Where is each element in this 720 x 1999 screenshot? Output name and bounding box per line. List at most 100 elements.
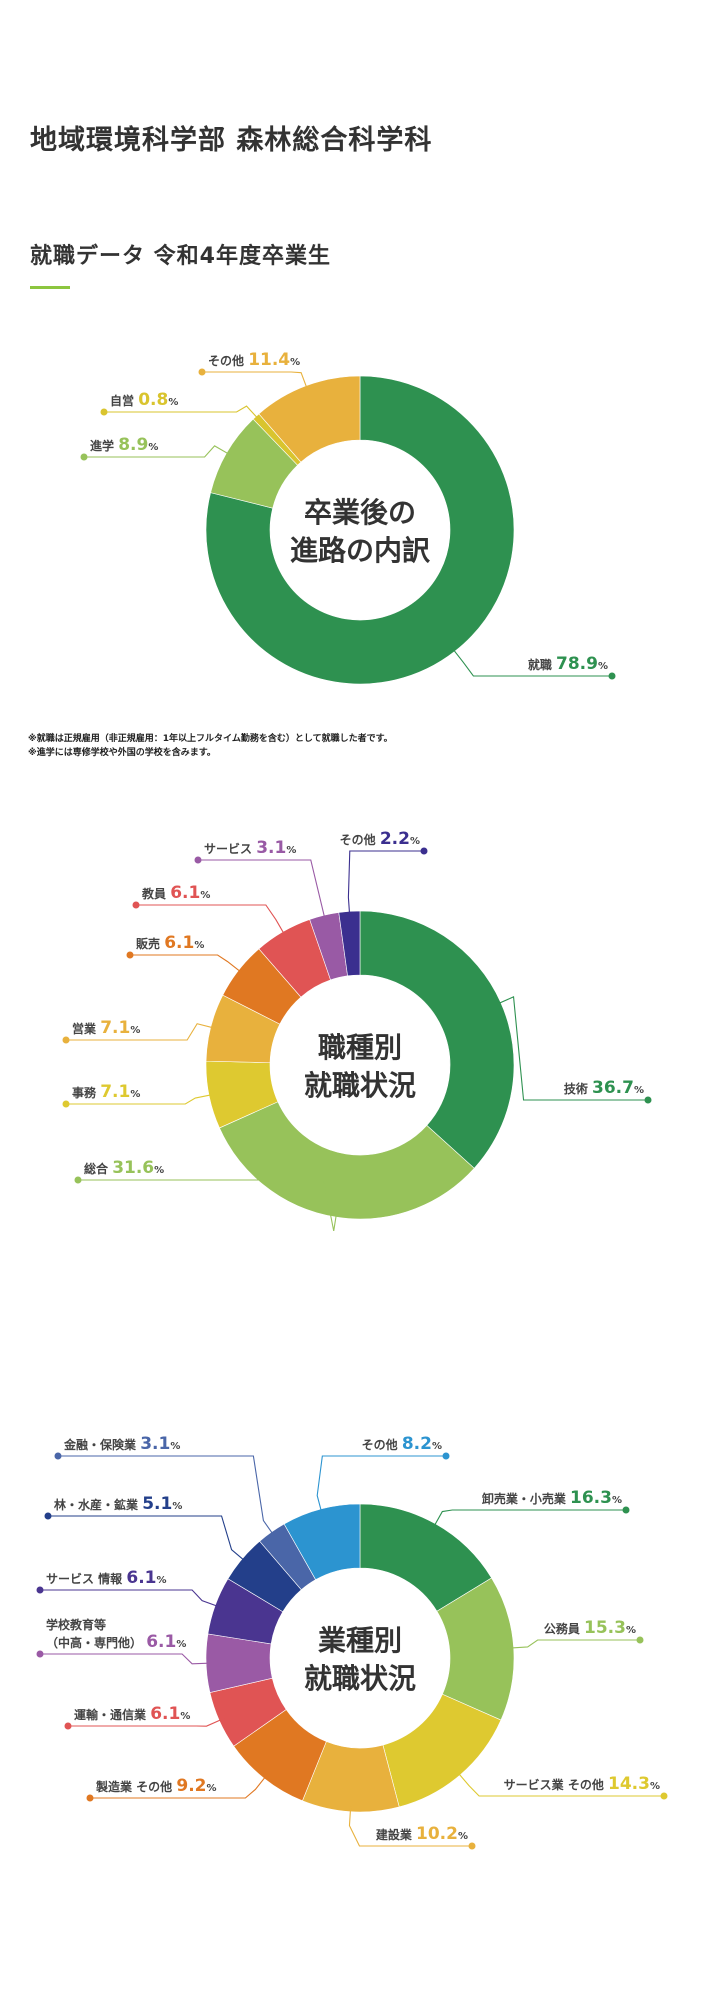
slice-label-2: 公務員 15.3% — [544, 1618, 636, 1638]
leader-dot-6 — [132, 901, 140, 909]
leader-dot-8 — [36, 1586, 44, 1594]
footnotes: ※就職は正規雇用（非正規雇用：1年以上フルタイム勤務を含む）として就職した者です… — [28, 732, 393, 760]
leader-line-3 — [66, 1093, 216, 1105]
slice-label-3: 自営 0.8% — [110, 390, 178, 410]
slice-label-7: （中高・専門他） 6.1% — [46, 1632, 186, 1652]
leader-line-9 — [48, 1515, 248, 1564]
leader-line-10 — [58, 1455, 276, 1538]
slice-label-4: その他 11.4% — [208, 350, 300, 370]
chart-center-title-line-2: 進路の内訳 — [290, 534, 431, 567]
leader-dot-1 — [608, 672, 616, 680]
donut-slices — [205, 375, 515, 685]
chart-center-title-line-1: 職種別 — [318, 1031, 402, 1064]
slice-label-2: 総合 31.6% — [84, 1158, 164, 1178]
donut-slice-1 — [359, 910, 515, 1169]
slice-label-6: 運輸・通信業 6.1% — [74, 1704, 190, 1724]
leader-line-4 — [348, 1805, 472, 1847]
leader-line-3 — [455, 1770, 664, 1797]
leader-lines — [36, 1452, 668, 1850]
leader-dot-3 — [62, 1100, 70, 1108]
leader-dot-5 — [126, 951, 134, 959]
chart-center-title-line-1: 卒業後の — [304, 496, 416, 529]
leader-line-4 — [202, 371, 309, 392]
slice-label-7: サービス 3.1% — [204, 838, 296, 858]
donut-slice-11 — [283, 1503, 361, 1581]
footnote-further-study: ※進学には専修学校や外国の学校を含みます。 — [28, 748, 216, 758]
leader-line-11 — [316, 1455, 446, 1516]
leader-lines — [62, 847, 652, 1232]
leader-line-2 — [84, 445, 233, 458]
chart-center-title-line-1: 業種別 — [318, 1624, 402, 1657]
slice-labels: 卸売業・小売業 16.3% 公務員 15.3% サービス業 その他 14.3% 建設業… — [46, 1434, 660, 1844]
leader-line-8 — [40, 1589, 222, 1609]
leader-lines — [80, 368, 616, 680]
donut-slice-1 — [205, 375, 515, 685]
leader-line-6 — [136, 904, 287, 938]
leader-dot-4 — [62, 1036, 70, 1044]
leader-line-4 — [66, 1023, 217, 1041]
slice-label-11: その他 8.2% — [362, 1434, 442, 1454]
slice-label-line1-7: 学校教育等 — [46, 1617, 106, 1632]
leader-dot-7 — [36, 1650, 44, 1658]
donut-slices — [205, 910, 515, 1220]
leader-dot-8 — [420, 847, 428, 855]
leader-dot-4 — [198, 368, 206, 376]
slice-label-1: 就職 78.9% — [528, 654, 608, 674]
chart-center-title-line-2: 就職状況 — [304, 1662, 416, 1695]
slice-label-8: サービス 情報 6.1% — [46, 1568, 167, 1588]
leader-dot-9 — [44, 1512, 52, 1520]
footnote-employment: ※就職は正規雇用（非正規雇用：1年以上フルタイム勤務を含む）として就職した者です… — [28, 734, 393, 744]
leader-line-6 — [68, 1717, 226, 1727]
slice-label-3: 事務 7.1% — [72, 1082, 140, 1102]
page-title: 地域環境科学部 森林総合科学科 — [30, 125, 433, 156]
section-title-underline — [30, 286, 70, 289]
leader-line-5 — [130, 954, 244, 975]
leader-dot-6 — [64, 1722, 72, 1730]
slice-label-6: 教員 6.1% — [141, 883, 210, 903]
leader-dot-7 — [194, 856, 202, 864]
leader-dot-5 — [86, 1794, 94, 1802]
slice-label-4: 建設業 10.2% — [375, 1824, 468, 1844]
leader-dot-11 — [442, 1452, 450, 1460]
leader-dot-10 — [54, 1452, 62, 1460]
slice-label-10: 金融・保険業 3.1% — [63, 1434, 180, 1454]
leader-dot-2 — [74, 1176, 82, 1184]
slice-labels: 就職 78.9% 進学 8.9% 自営 0.8% その他 11.4% — [90, 350, 608, 674]
leader-line-2 — [507, 1639, 640, 1649]
slice-labels: 技術 36.7% 総合 31.6% 事務 7.1% 営業 7.1% 販売 6.1% 教員 … — [72, 829, 644, 1178]
slice-label-2: 進学 8.9% — [90, 435, 158, 455]
leader-line-7 — [198, 859, 327, 922]
section-title: 就職データ 令和4年度卒業生 — [30, 244, 331, 269]
industry-donut-chart: 卸売業・小売業 16.3% 公務員 15.3% サービス業 その他 14.3% 建設業… — [36, 1434, 668, 1850]
donut-slices — [205, 1503, 515, 1813]
leader-line-2 — [78, 1179, 338, 1232]
slice-label-8: その他 2.2% — [340, 829, 420, 849]
donut-slice-2 — [219, 1101, 475, 1220]
leader-line-1 — [450, 646, 612, 677]
donut-slice-4 — [258, 375, 361, 463]
slice-label-1: 技術 36.7% — [564, 1078, 644, 1098]
chart-center-title-line-2: 就職状況 — [304, 1069, 416, 1102]
leader-line-1 — [431, 1509, 626, 1530]
leader-line-1 — [494, 996, 648, 1101]
slice-label-5: 販売 6.1% — [136, 933, 204, 953]
leader-line-7 — [40, 1653, 213, 1665]
leader-dot-2 — [80, 453, 88, 461]
leader-dot-1 — [622, 1506, 630, 1514]
leader-dot-3 — [100, 408, 108, 416]
leader-line-5 — [90, 1773, 269, 1799]
leader-dot-3 — [660, 1792, 668, 1800]
leader-line-3 — [104, 405, 261, 422]
leader-dot-2 — [636, 1636, 644, 1644]
donut-slice-8 — [338, 910, 361, 977]
job-type-donut-chart: 技術 36.7% 総合 31.6% 事務 7.1% 営業 7.1% 販売 6.1% 教員 … — [62, 829, 652, 1232]
leader-line-8 — [347, 850, 424, 918]
slice-label-9: 林・水産・鉱業 5.1% — [54, 1494, 182, 1514]
leader-dot-1 — [644, 1096, 652, 1104]
slice-label-3: サービス業 その他 14.3% — [504, 1774, 660, 1794]
slice-label-4: 営業 7.1% — [72, 1018, 140, 1038]
leader-dot-4 — [468, 1842, 476, 1850]
slice-label-5: 製造業 その他 9.2% — [95, 1776, 217, 1796]
slice-label-1: 卸売業・小売業 16.3% — [482, 1488, 622, 1508]
